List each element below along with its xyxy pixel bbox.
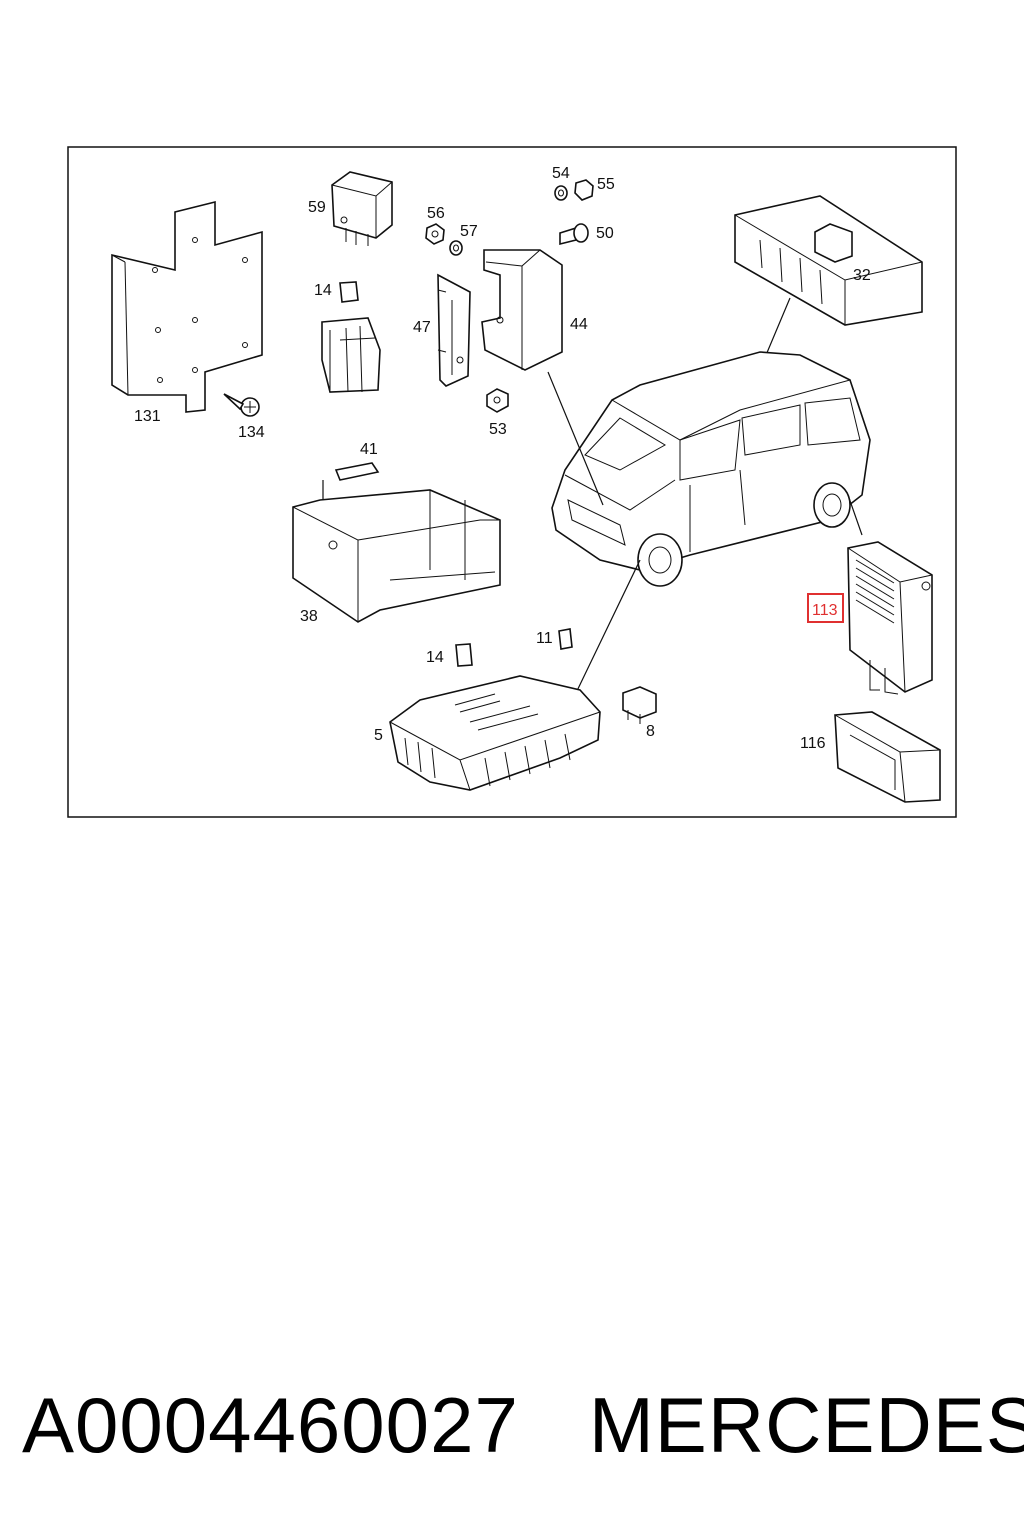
callout-131: 131	[134, 408, 161, 425]
relay-59-part	[331, 171, 393, 246]
parts-diagram: 131 134 59 14 56 57 47 54 55 50 44 53 32…	[67, 146, 957, 818]
callout-41: 41	[360, 441, 378, 458]
callout-53: 53	[489, 421, 507, 438]
callout-11: 11	[536, 630, 553, 647]
fuse-box-5-part	[389, 675, 601, 791]
part-number: A0004460027	[22, 1380, 519, 1469]
bracket-47-part	[437, 273, 471, 387]
callout-5: 5	[374, 727, 383, 744]
leader-113	[847, 494, 863, 536]
callout-57: 57	[460, 223, 478, 240]
callout-14-upper: 14	[314, 282, 332, 299]
nut-55-part	[574, 179, 594, 201]
nut-53-part	[486, 388, 509, 413]
washer-57-part	[449, 240, 463, 256]
callout-59: 59	[308, 199, 326, 216]
callout-113: 113	[812, 602, 838, 619]
callout-8: 8	[646, 723, 655, 740]
callout-55: 55	[597, 176, 615, 193]
fuse-holder-part	[321, 281, 381, 393]
callout-32: 32	[853, 267, 871, 284]
spacer-11-part	[558, 628, 573, 650]
callout-47: 47	[413, 319, 431, 336]
caption: A0004460027 MERCEDES	[22, 1370, 1024, 1480]
callout-56: 56	[427, 205, 445, 222]
callout-116: 116	[800, 735, 826, 752]
callout-44: 44	[570, 316, 588, 333]
van-illustration	[551, 351, 871, 587]
screw-part	[223, 393, 260, 417]
callout-113-highlight	[807, 593, 844, 623]
control-unit-113-part	[847, 541, 933, 695]
fuse-14b-part	[455, 643, 473, 667]
callout-54: 54	[552, 165, 570, 182]
callout-38: 38	[300, 608, 318, 625]
module-44-part	[481, 249, 563, 371]
holder-116-part	[834, 711, 941, 803]
callout-50: 50	[596, 225, 614, 242]
leader-5	[574, 559, 641, 696]
fuse-box-32-part	[734, 195, 923, 326]
bolt-50-part	[559, 223, 589, 246]
brand-name: MERCEDES	[588, 1380, 1024, 1469]
leader-44	[547, 371, 604, 506]
tray-38-part	[292, 489, 501, 623]
diagram-frame	[67, 146, 957, 818]
callout-134: 134	[238, 424, 265, 441]
mounting-plate-part	[111, 200, 263, 413]
relay-8-part	[622, 686, 657, 724]
washer-54-part	[554, 185, 568, 201]
callout-14-lower: 14	[426, 649, 444, 666]
nut-56-part	[425, 223, 445, 245]
